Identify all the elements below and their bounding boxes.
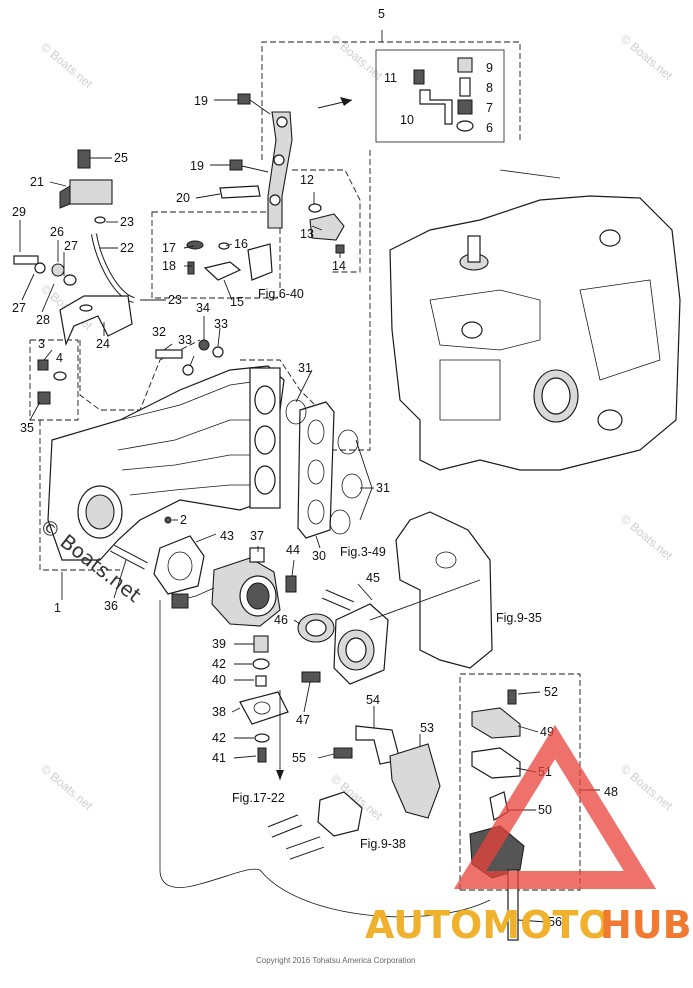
callout-19-mid: 19: [190, 159, 204, 173]
callout-5: 5: [378, 7, 385, 21]
callout-8: 8: [486, 81, 493, 95]
watermark: © Boats.net: [38, 40, 96, 92]
figure-ref-17-22: Fig.17-22: [232, 791, 285, 805]
callout-45: 45: [366, 571, 380, 585]
watermark: © Boats.net: [328, 32, 386, 84]
injector: [309, 213, 345, 241]
callout-36: 36: [104, 599, 118, 613]
callout-17: 17: [162, 241, 176, 255]
callout-1: 1: [54, 601, 61, 615]
callout-9: 9: [486, 61, 493, 75]
callout-42-top: 42: [212, 657, 226, 671]
callout-43: 43: [220, 529, 234, 543]
callout-44: 44: [286, 543, 300, 557]
callout-10: 10: [400, 113, 414, 127]
callout-26: 26: [50, 225, 64, 239]
throttle-body: [171, 547, 281, 627]
callout-28: 28: [36, 313, 50, 327]
callout-6: 6: [486, 121, 493, 135]
bracket: [59, 295, 133, 347]
logo-text-secondary: HUB: [600, 903, 692, 947]
watermark: © Boats.net: [618, 32, 676, 84]
callout-7: 7: [486, 101, 493, 115]
callout-21: 21: [30, 175, 44, 189]
logo-text-primary: AUTOMOTO: [365, 903, 611, 947]
inset-box-5: [261, 30, 521, 160]
callout-53: 53: [420, 721, 434, 735]
callout-12: 12: [300, 173, 314, 187]
callout-23-bottom: 23: [168, 293, 182, 307]
callout-54: 54: [366, 693, 380, 707]
engine-block: [389, 169, 681, 471]
throttle-gasket: [153, 535, 205, 595]
figure-ref-9-35: Fig.9-35: [496, 611, 542, 625]
callout-3: 3: [38, 337, 45, 351]
copyright-notice: Copyright 2016 Tohatsu America Corporati…: [256, 956, 416, 965]
figure-ref-3-49: Fig.3-49: [340, 545, 386, 559]
triangle-logo-icon: [453, 724, 657, 889]
callout-27-right: 27: [64, 239, 78, 253]
callout-19-top: 19: [194, 94, 208, 108]
callout-50: 50: [538, 803, 552, 817]
inset-box-injectors: [151, 211, 281, 299]
callout-52: 52: [544, 685, 558, 699]
callout-29: 29: [12, 205, 26, 219]
fuel-rail: [219, 93, 293, 229]
callout-31-bottom: 31: [376, 481, 390, 495]
callout-38: 38: [212, 705, 226, 719]
figure-ref-6-40: Fig.6-40: [258, 287, 304, 301]
callout-56: 56: [548, 915, 562, 929]
callout-42-bottom: 42: [212, 731, 226, 745]
callout-11: 11: [384, 71, 397, 85]
intake-manifold: [47, 365, 285, 561]
callout-labels: 5 9 8 7 6 11 10 19 25 19 21 20 12 29 23 …: [12, 7, 618, 929]
callout-48: 48: [604, 785, 618, 799]
callout-37: 37: [250, 529, 264, 543]
callout-47: 47: [296, 713, 310, 727]
callout-23-top: 23: [120, 215, 134, 229]
callout-40: 40: [212, 673, 226, 687]
gasket: [297, 401, 335, 539]
callout-24: 24: [96, 337, 110, 351]
callout-18: 18: [162, 259, 176, 273]
callout-13: 13: [300, 227, 314, 241]
watermark: © Boats.net: [618, 512, 676, 564]
callout-55: 55: [292, 751, 306, 765]
filter-bracket-group: [459, 673, 600, 941]
callout-41: 41: [212, 751, 226, 765]
callout-35: 35: [20, 421, 34, 435]
callout-32: 32: [152, 325, 166, 339]
callout-33-left: 33: [178, 333, 192, 347]
callout-15: 15: [230, 295, 244, 309]
callout-31-top: 31: [298, 361, 312, 375]
sensor: [69, 179, 113, 205]
mounting-bracket: [395, 511, 493, 669]
callout-22: 22: [120, 241, 134, 255]
callout-2: 2: [180, 513, 187, 527]
callout-30: 30: [312, 549, 326, 563]
callout-33-right: 33: [214, 317, 228, 331]
figure-ref-9-38: Fig.9-38: [360, 837, 406, 851]
watermark: © Boats.net: [618, 762, 676, 814]
watermark: © Boats.net: [38, 762, 96, 814]
callout-25: 25: [114, 151, 128, 165]
callout-16: 16: [234, 237, 248, 251]
leader-lines: [19, 99, 547, 923]
callout-39: 39: [212, 637, 226, 651]
callout-20: 20: [176, 191, 190, 205]
callout-14: 14: [332, 259, 346, 273]
brand-logo: AUTOMOTO HUB: [365, 724, 692, 947]
callout-46: 46: [274, 613, 288, 627]
callout-34: 34: [196, 301, 210, 315]
callout-27-left: 27: [12, 301, 26, 315]
callout-4: 4: [56, 351, 63, 365]
